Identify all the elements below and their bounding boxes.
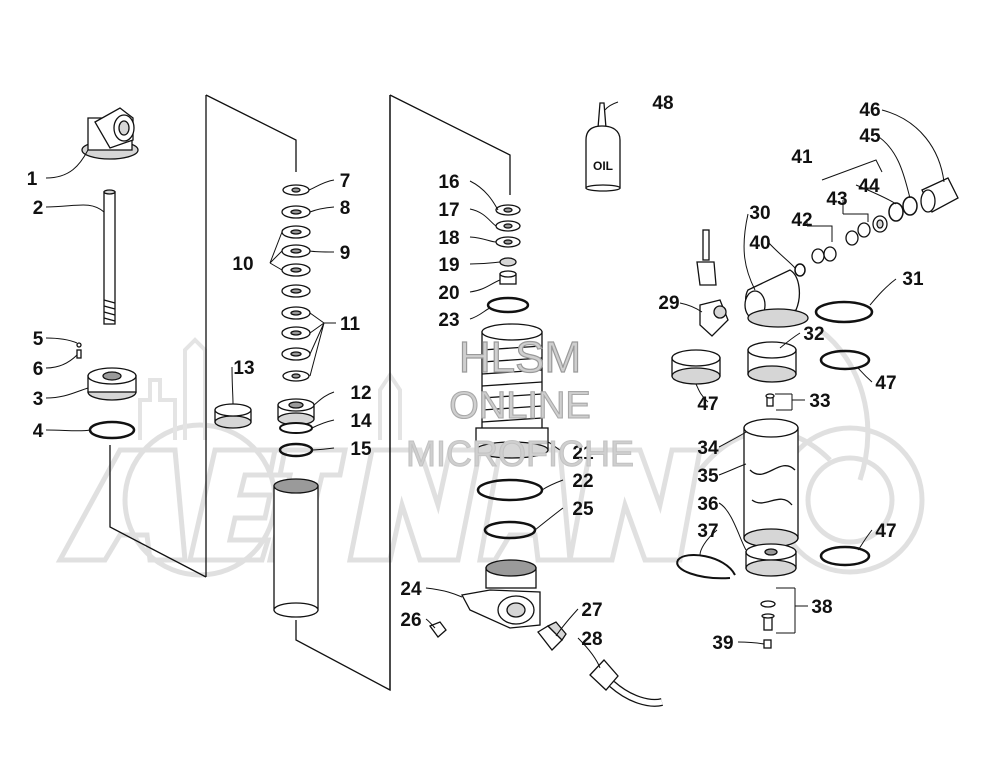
callout-41: 41 [791,147,813,168]
callout-27: 27 [581,600,602,621]
callout-37: 37 [697,521,718,542]
piston-part [277,398,315,426]
callout-14: 14 [350,411,372,432]
callout-21: 21 [572,443,594,464]
washer-stack-16-20 [495,204,521,285]
callout-25: 25 [572,499,594,520]
schrader-valve-38-part [760,600,776,631]
oring-23-part [486,296,530,314]
watermark-line-1: HLSM [459,333,581,382]
elbow-29-part [699,299,729,337]
oring-22-part [476,478,544,502]
oil-label: OIL [593,159,613,173]
callout-13: 13 [233,358,254,379]
callout-30: 30 [749,203,770,224]
hose-28-part [589,659,663,707]
fitting-27-part [537,621,567,651]
reservoir-cap-30-part [744,269,809,328]
callout-44: 44 [858,176,880,197]
callout-23: 23 [438,310,459,331]
callout-18: 18 [438,228,459,249]
callout-45: 45 [859,126,881,147]
callout-7: 7 [340,171,351,192]
callout-43: 43 [826,189,847,210]
callout-40: 40 [749,233,770,254]
callout-39: 39 [712,633,733,654]
callout-32: 32 [803,324,824,345]
callout-4: 4 [33,421,44,442]
callout-22: 22 [572,471,593,492]
callout-20: 20 [438,283,459,304]
oil-bottle-48-part: OIL [585,102,621,192]
callout-16: 16 [438,172,459,193]
callout-5: 5 [33,329,44,350]
valve-shim-stack [281,184,311,382]
leader-lines [45,101,945,669]
bleed-screw-26-part [428,621,447,638]
watermark-line-3: MICROFICHE [406,433,634,474]
callout-15: 15 [350,439,372,460]
callout-31: 31 [902,269,924,290]
callout-24: 24 [400,579,422,600]
callout-26: 26 [400,610,421,631]
callout-1: 1 [27,169,38,190]
callout-48: 48 [652,93,673,114]
oring-4-part [88,420,136,440]
brand-watermark-logo [55,328,925,578]
callout-34: 34 [697,438,719,459]
callout-42: 42 [791,210,812,231]
hose-line-part [696,229,717,286]
callout-28: 28 [581,629,602,650]
callout-10: 10 [232,254,253,275]
callout-36: 36 [697,494,718,515]
reservoir-spring-body-21 [475,323,549,459]
callout-47-left: 47 [697,394,718,415]
shock-body-tube-part [273,478,319,618]
callout-19: 19 [438,255,459,276]
callout-38: 38 [811,597,832,618]
wear-band-13-part [214,403,252,429]
callout-46: 46 [859,100,880,121]
bumper-part [87,367,137,401]
lower-mount-24-part [461,559,541,629]
reservoir-ring-47-left [671,349,721,385]
watermark-line-2: ONLINE [449,385,590,427]
reservoir-body-34-part [743,418,799,548]
end-cap-36-part [745,543,797,577]
callout-11: 11 [340,314,361,335]
callout-12: 12 [350,383,371,404]
shaft-rod-part [103,189,116,325]
oring-47-right-bottom [819,545,871,567]
snap-ring-37-part [676,554,736,580]
callout-8: 8 [340,198,351,219]
callout-9: 9 [340,243,351,264]
oring-47-right-top [819,349,871,371]
callout-2: 2 [33,198,44,219]
callout-6: 6 [33,359,44,380]
oring-31-part [814,300,874,324]
valve-cap-39-part [763,639,772,649]
callout-numbers: 1 2 5 6 3 4 7 8 9 10 11 13 12 14 15 16 1… [27,93,924,654]
valve-33-part [765,393,775,407]
callout-35: 35 [697,466,719,487]
text-watermark: HLSM ONLINE MICROFICHE [406,332,635,474]
small-pin-part [76,342,82,359]
callout-3: 3 [33,389,44,410]
callout-33: 33 [809,391,830,412]
piston-ring-14-part [279,422,313,434]
eye-mount-part [81,107,139,160]
fitting-stack-40-46 [794,177,959,277]
group-boundary-lines [109,94,511,692]
callout-47-mid: 47 [875,373,896,394]
callout-47-bottom: 47 [875,521,896,542]
callout-17: 17 [438,200,459,221]
callout-29: 29 [658,293,679,314]
floating-piston-32-part [747,341,797,383]
